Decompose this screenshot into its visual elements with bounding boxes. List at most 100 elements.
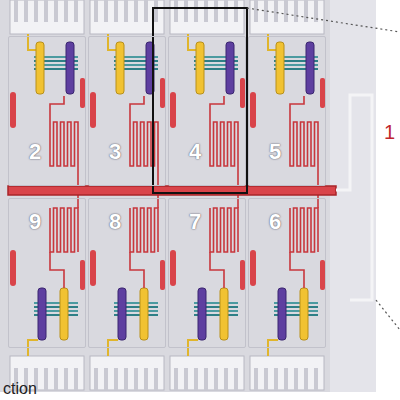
comb-slot <box>104 368 108 390</box>
comb-slot <box>294 0 298 22</box>
resonator-lead <box>50 252 64 288</box>
comb-fin-block <box>170 0 244 34</box>
red-plunger <box>10 250 16 286</box>
red-plunger <box>320 260 325 290</box>
resonator-lead <box>210 96 224 122</box>
comb-slot <box>184 0 188 22</box>
feedline <box>336 95 372 300</box>
comb-slot <box>284 0 288 22</box>
red-plunger <box>170 250 176 286</box>
yellow-gate <box>300 288 308 340</box>
red-plunger <box>240 260 245 290</box>
comb-slot <box>234 0 238 22</box>
comb-slot <box>64 0 68 22</box>
cell-number: 7 <box>189 211 201 233</box>
resonator-meander <box>290 122 318 166</box>
resonator-lead <box>130 96 144 122</box>
comb-slot <box>144 368 148 390</box>
qubit-cell-art <box>170 0 245 186</box>
purple-gate <box>306 42 314 94</box>
comb-slot <box>254 368 258 390</box>
resonator-lead <box>290 96 304 122</box>
yellow-gate <box>196 42 204 94</box>
yellow-gate <box>60 288 68 340</box>
cell-number: 8 <box>109 211 121 233</box>
comb-slot <box>314 368 318 390</box>
gate-lead <box>188 340 198 356</box>
comb-slot <box>64 368 68 390</box>
comb-slot <box>224 0 228 22</box>
qubit-cell: 6 <box>248 198 326 348</box>
zoom-leader <box>376 300 400 330</box>
comb-fin-block <box>90 356 164 390</box>
resonator-meander <box>290 208 318 252</box>
comb-slot <box>34 0 38 22</box>
purple-gate <box>278 288 286 340</box>
comb-slot <box>54 0 58 22</box>
gate-lead <box>28 340 38 356</box>
resonator-meander <box>210 208 238 252</box>
comb-slot <box>194 0 198 22</box>
red-plunger <box>90 92 96 128</box>
cell-number: 3 <box>109 141 121 163</box>
red-plunger <box>250 250 256 286</box>
resonator-coupler <box>317 195 319 208</box>
zoom-box <box>153 8 247 193</box>
resonator-meander <box>130 208 158 252</box>
purple-gate <box>38 288 46 340</box>
comb-slot <box>114 0 118 22</box>
comb-slot <box>124 0 128 22</box>
red-plunger <box>90 250 96 286</box>
comb-slot <box>154 0 158 22</box>
comb-slot <box>104 0 108 22</box>
comb-slot <box>94 0 98 22</box>
yellow-gate <box>36 42 44 94</box>
red-plunger <box>10 92 16 128</box>
resonator-meander <box>50 208 78 252</box>
comb-slot <box>264 368 268 390</box>
cell-number: 5 <box>269 141 281 163</box>
comb-slot <box>304 368 308 390</box>
qubit-cell-art <box>250 195 325 390</box>
comb-slot <box>14 0 18 22</box>
red-plunger <box>160 260 165 290</box>
comb-slot <box>184 368 188 390</box>
chip-substrate <box>0 0 376 392</box>
red-plunger <box>160 78 165 108</box>
comb-slot <box>144 0 148 22</box>
comb-slot <box>214 368 218 390</box>
comb-slot <box>254 0 258 22</box>
comb-slot <box>274 0 278 22</box>
comb-slot <box>24 0 28 22</box>
qubit-cell: 3 <box>88 36 166 186</box>
comb-fin-block <box>170 356 244 390</box>
yellow-gate <box>140 288 148 340</box>
red-plunger <box>80 260 85 290</box>
yellow-gate <box>116 42 124 94</box>
gate-lead <box>268 340 278 356</box>
comb-slot <box>114 368 118 390</box>
qubit-cell: 9 <box>8 198 86 348</box>
gate-lead <box>108 340 118 356</box>
comb-slot <box>134 0 138 22</box>
comb-slot <box>294 368 298 390</box>
comb-slot <box>224 368 228 390</box>
resonator-meander <box>50 122 78 166</box>
cell-number: 9 <box>29 211 41 233</box>
comb-slot <box>154 368 158 390</box>
qubit-cell: 8 <box>88 198 166 348</box>
resonator-coupler <box>237 195 239 208</box>
qubit-cell: 2 <box>8 36 86 186</box>
qubit-cell: 4 <box>168 36 246 186</box>
comb-slot <box>234 368 238 390</box>
qubit-cell: 7 <box>168 198 246 348</box>
comb-slot <box>214 0 218 22</box>
qubit-cell-art <box>10 195 85 390</box>
resonator-coupler <box>157 166 159 186</box>
comb-fin-block <box>10 0 84 34</box>
purple-gate <box>198 288 206 340</box>
comb-fin-block <box>250 356 324 390</box>
comb-slot <box>174 368 178 390</box>
comb-slot <box>44 368 48 390</box>
